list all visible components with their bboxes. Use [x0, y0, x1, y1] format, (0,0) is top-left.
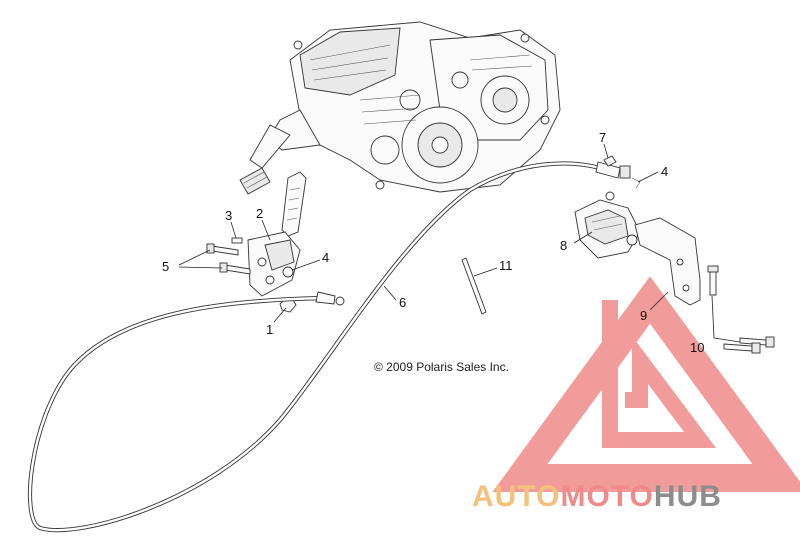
- pin-part: [461, 257, 487, 315]
- shift-cable: [27, 161, 631, 533]
- watermark-inner-mark: [602, 300, 716, 448]
- callout-2: 2: [256, 206, 263, 221]
- callout-6: 6: [399, 295, 406, 310]
- engine-assembly: [239, 21, 561, 195]
- watermark-logo: [492, 276, 800, 492]
- leader-lines: [178, 143, 741, 343]
- callout-11: 11: [499, 258, 513, 273]
- callout-4-right: 4: [661, 164, 668, 179]
- right-bracket-assembly: [574, 155, 775, 354]
- callout-5: 5: [162, 259, 169, 274]
- callout-8: 8: [560, 238, 567, 253]
- copyright-text: © 2009 Polaris Sales Inc.: [374, 360, 509, 374]
- callout-numbers: 3 2 5 4 1 6 7 4 8 9 10 11: [162, 130, 704, 355]
- callout-4-left: 4: [322, 250, 329, 265]
- watermark-moto: MOTO: [560, 480, 653, 513]
- watermark-auto: AUTO: [472, 480, 560, 513]
- shift-lever-assembly: [206, 171, 307, 313]
- callout-9: 9: [640, 308, 647, 323]
- callout-3: 3: [225, 208, 232, 223]
- watermark-triangle: [492, 276, 800, 492]
- callout-1: 1: [266, 322, 273, 337]
- callout-7: 7: [599, 130, 606, 145]
- callout-10: 10: [690, 340, 704, 355]
- watermark-hub: HUB: [654, 480, 722, 513]
- watermark-text: AUTOMOTOHUB: [472, 480, 722, 513]
